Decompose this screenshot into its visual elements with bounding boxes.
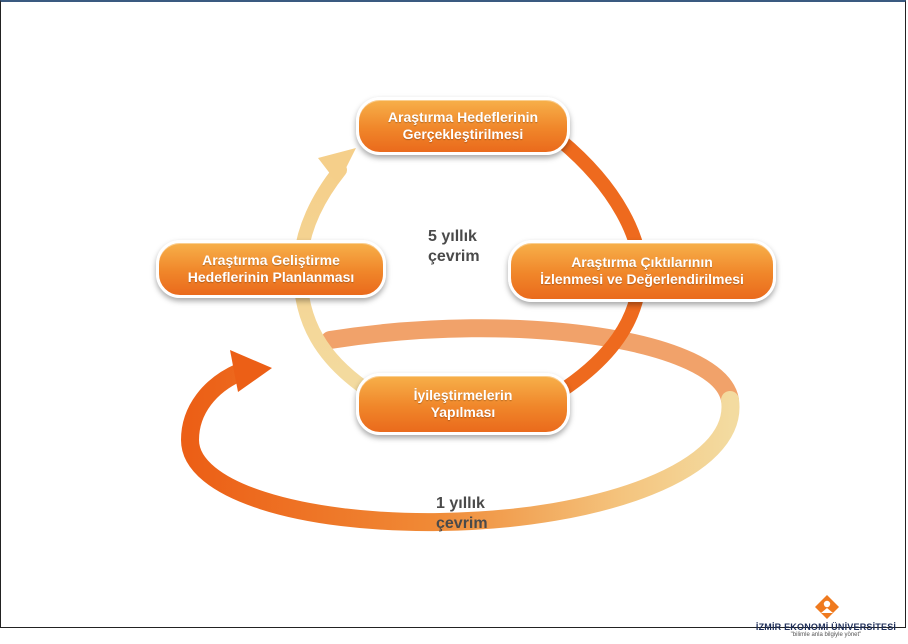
node-bottom-label: İyileştirmelerin Yapılması bbox=[413, 387, 513, 420]
inner-cycle-label: 5 yıllık çevrim bbox=[428, 228, 480, 265]
node-top-label: Araştırma Hedeflerinin Gerçekleştirilmes… bbox=[387, 109, 539, 142]
node-left-label: Araştırma Geliştirme Hedeflerinin Planla… bbox=[187, 252, 355, 285]
outer-cycle-arc-back bbox=[321, 319, 739, 409]
node-output-monitoring: Araştırma Çıktılarının İzlenmesi ve Değe… bbox=[508, 240, 776, 302]
outer-cycle-arrowhead bbox=[230, 350, 272, 392]
node-right-label: Araştırma Çıktılarının İzlenmesi ve Değe… bbox=[540, 254, 744, 287]
outer-cycle-arc-front bbox=[180, 363, 740, 532]
inner-cycle-arrowhead bbox=[318, 148, 356, 184]
slide-frame bbox=[0, 0, 906, 628]
node-research-goals-achievement: Araştırma Hedeflerinin Gerçekleştirilmes… bbox=[356, 97, 570, 155]
outer-cycle-label: 1 yıllık çevrim bbox=[436, 495, 488, 532]
university-logo: İZMİR EKONOMİ ÜNİVERSİTESİ "bilimle anla… bbox=[746, 594, 906, 638]
logo-slogan: "bilimle anla bilgiyle yönet" bbox=[790, 632, 862, 638]
node-improvements: İyileştirmelerin Yapılması bbox=[356, 373, 570, 435]
bottom-strip bbox=[0, 628, 908, 644]
node-rd-goal-planning: Araştırma Geliştirme Hedeflerinin Planla… bbox=[156, 240, 386, 298]
logo-name: İZMİR EKONOMİ ÜNİVERSİTESİ bbox=[755, 622, 897, 632]
logo-mark-icon bbox=[815, 595, 839, 619]
